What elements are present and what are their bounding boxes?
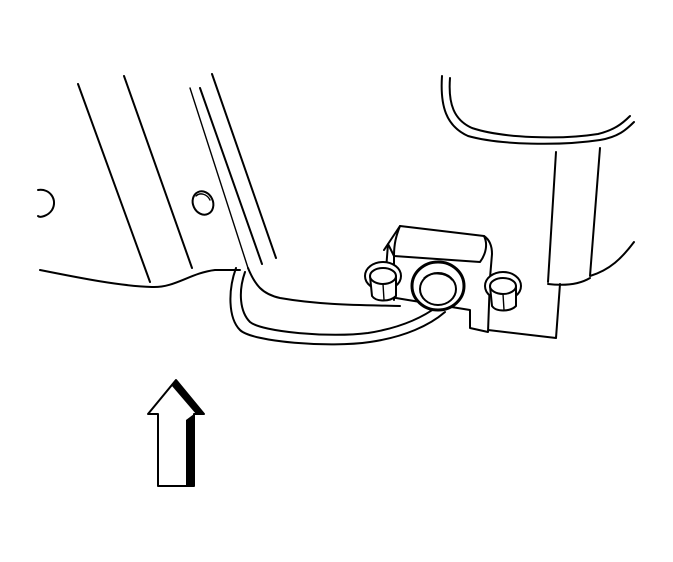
arrow-shadow-right: [186, 414, 194, 486]
wire-inner: [239, 271, 439, 336]
right-bolt: [484, 271, 522, 312]
rail-hole: [191, 190, 215, 216]
rail-line-5: [189, 87, 249, 269]
up-arrow-icon: [147, 379, 205, 487]
right-bolt-facet: [502, 293, 505, 311]
mount-edge: [247, 267, 401, 307]
frame-rail: [37, 73, 277, 289]
arrow-outline: [147, 379, 205, 487]
left-bolt-facet: [382, 283, 385, 301]
wire-outer: [229, 267, 446, 346]
plug-highlight: [423, 273, 453, 281]
left-bolt: [364, 261, 402, 302]
left-bolt-top: [369, 267, 397, 285]
housing-lower-body: [487, 283, 561, 339]
rail-hole-shade: [195, 193, 211, 201]
rail-line-1: [77, 83, 151, 283]
plug-outer: [410, 260, 466, 312]
rail-line-2: [123, 75, 193, 269]
rail-line-3: [199, 87, 263, 265]
housing-top-inner: [448, 77, 631, 139]
rail-line-4: [211, 73, 277, 259]
housing-bottom: [547, 277, 591, 286]
housing-right-edge: [589, 147, 635, 277]
housing-top-outer: [440, 75, 635, 145]
center-plug: [410, 260, 466, 312]
arrow-shadow-head: [172, 380, 204, 414]
wire-loop: [229, 267, 446, 346]
plug-inner: [419, 272, 457, 306]
housing-right: [440, 75, 635, 339]
bracket-top-face: [393, 225, 488, 263]
rail-bottom-edge: [39, 269, 241, 289]
right-bolt-top: [489, 277, 517, 295]
rail-slot: [37, 188, 56, 218]
housing-left-edge: [547, 151, 557, 283]
